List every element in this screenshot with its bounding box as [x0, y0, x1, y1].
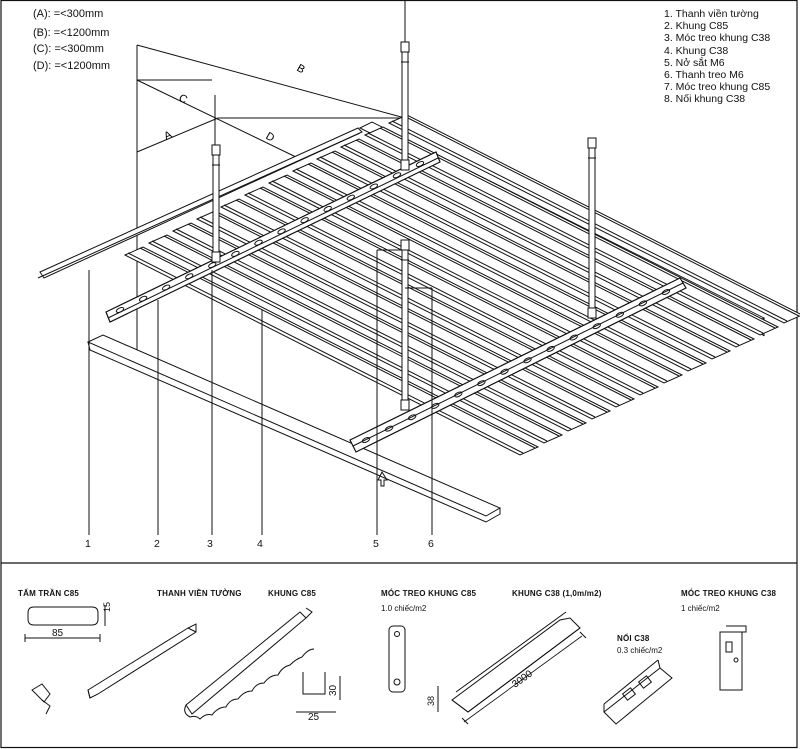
channel-slot: [208, 262, 217, 269]
caption-noi-c38: NỐI C38: [617, 634, 650, 643]
caption-moc-c85: MÓC TREO KHUNG C85: [381, 589, 477, 598]
callout-1: 1: [85, 538, 91, 550]
channel-slot: [546, 345, 555, 352]
callout-6: 6: [428, 538, 434, 550]
khung-c85-width: 25: [308, 712, 320, 723]
callout-3: 3: [207, 538, 213, 550]
tam-tran-width: 85: [52, 628, 64, 639]
channel-slot: [161, 284, 171, 291]
caption-khung-c85: KHUNG C85: [268, 589, 317, 598]
dim-a: (A): =<300mm: [33, 8, 104, 20]
channel-slot: [115, 306, 125, 314]
channel-slot: [569, 334, 578, 341]
dim-c: (C): =<300mm: [33, 43, 104, 55]
callout-2: 2: [154, 538, 160, 550]
legend-item: 1. Thanh viền tường: [664, 8, 759, 20]
channel-slot: [500, 368, 509, 375]
legend-item: 6. Thanh treo M6: [664, 69, 744, 82]
channel-slot: [369, 183, 379, 190]
legend-item: 2. Khung C85: [664, 20, 729, 33]
channel-slot: [523, 357, 532, 364]
channel-slot: [592, 323, 601, 330]
channel-slot: [384, 425, 394, 432]
channel-slot: [254, 239, 263, 246]
channel-slot: [661, 288, 671, 296]
caption-moc-c38: MÓC TREO KHUNG C38: [681, 589, 777, 598]
moc-c38-note: 1 chiếc/m2: [681, 604, 720, 613]
khung-c85-height: 30: [328, 684, 339, 696]
tam-tran-height: 15: [102, 601, 112, 612]
c85-label: 3000: [510, 668, 535, 690]
legend-item: 4. Khung C38: [664, 44, 729, 57]
khung-c38-height: 38: [426, 695, 436, 706]
legend-item: 3. Móc treo khung C38: [664, 32, 771, 45]
channel-slot: [415, 160, 425, 168]
channel-slot: [323, 205, 332, 212]
callout-5: 5: [373, 538, 379, 550]
channel-slot: [361, 436, 371, 444]
channel-slot: [477, 380, 486, 387]
channel-slot: [392, 172, 402, 179]
hanger-rod: [401, 239, 409, 411]
noi-c38-note: 0.3 chiếc/m2: [617, 646, 663, 655]
legend-item: 8. Nối khung C38: [664, 93, 746, 106]
moc-c85-note: 1.0 chiếc/m2: [381, 604, 427, 613]
channel-slot: [185, 273, 194, 280]
channel-slot: [138, 295, 148, 302]
callout-4: 4: [257, 538, 263, 550]
legend-item: 5. Nở sắt M6: [664, 56, 725, 69]
channel-slot: [231, 250, 240, 257]
hanger-rod: [212, 144, 220, 263]
channel-slot: [346, 194, 355, 201]
channel-slot: [277, 228, 286, 235]
caption-khung-c38: KHUNG C38 (1,0m/m2): [512, 589, 602, 598]
channel-slot: [454, 391, 463, 398]
dim-b: (B): =<1200mm: [33, 27, 110, 39]
hanger-rod: [401, 41, 409, 171]
legend-item: 7. Móc treo khung C85: [664, 81, 771, 94]
dim-letter-b: B: [295, 62, 307, 76]
channel-slot: [615, 311, 625, 318]
hanger-rod: [588, 137, 596, 319]
channel-slot: [407, 414, 417, 421]
dim-d: (D): =<1200mm: [33, 60, 111, 72]
channel-slot: [638, 300, 648, 307]
channel-slot: [300, 217, 309, 224]
parts-legend: 1. Thanh viền tường 2. Khung C85 3. Móc …: [664, 8, 770, 106]
caption-thanh-vien: THANH VIỀN TƯỜNG: [157, 589, 242, 598]
caption-tam-tran: TẤM TRẦN C85: [18, 589, 80, 598]
